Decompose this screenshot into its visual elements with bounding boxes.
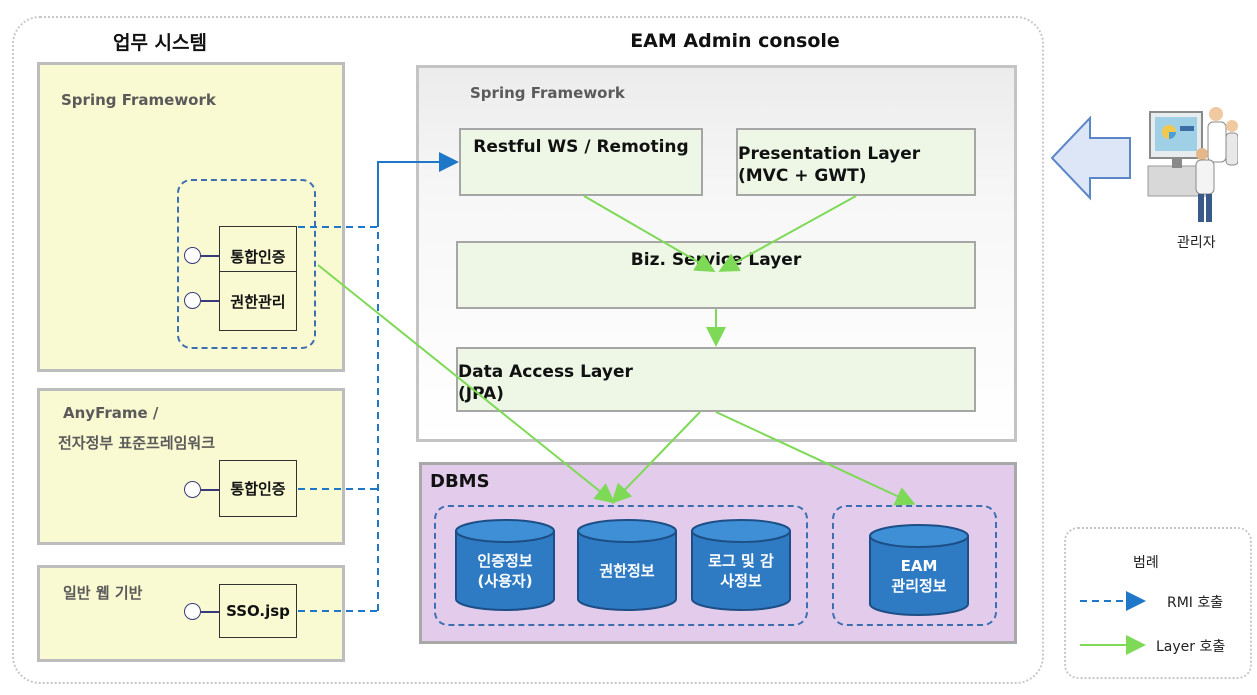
module-permission-mgmt[interactable]: 권한관리 [219, 271, 297, 331]
dbms-store-group [434, 505, 808, 626]
layer-line-presentation-biz [718, 195, 857, 272]
legend-rmi-label: RMI 호출 [1167, 595, 1224, 611]
layer-line-restful-biz [583, 195, 716, 273]
egov-framework-label: 전자정부 표준프레임워크 [58, 434, 216, 452]
legend-box [1064, 527, 1252, 679]
layer-line-data-eam [715, 411, 916, 506]
data-access-layer-subtitle: (JPA) [458, 383, 504, 404]
presentation-layer-title: Presentation Layer [738, 144, 921, 164]
store-auth-info-line2: (사용자) [477, 572, 533, 590]
auth-port-icon [184, 481, 201, 498]
dbms-label: DBMS [430, 471, 490, 492]
module-sso-jsp[interactable]: SSO.jsp [219, 584, 297, 638]
store-log-audit-info[interactable]: 로그 및 감 사정보 [692, 540, 790, 602]
store-eam-mgmt-info-line2: 관리정보 [891, 577, 947, 595]
biz-service-layer[interactable]: Biz. Service Layer [456, 241, 976, 309]
anyframe-label: AnyFrame / [63, 404, 159, 422]
eam-spring-framework-label: Spring Framework [470, 84, 625, 102]
permission-port-icon [184, 292, 201, 309]
cylinder-eam-mgmt-info-icon [869, 524, 969, 616]
admin-arrow-icon [1050, 115, 1131, 201]
cylinder-auth-info-icon [455, 519, 555, 611]
legend-title: 범례 [1133, 555, 1159, 571]
eam-store-group [832, 505, 997, 626]
admin-label: 관리자 [1177, 235, 1216, 251]
port-connector [201, 489, 220, 491]
rmi-bus-solid [377, 152, 459, 227]
layer-line-data-permission [611, 411, 701, 504]
presentation-layer[interactable]: Presentation Layer (MVC + GWT) [736, 128, 976, 196]
port-connector [201, 300, 220, 302]
data-access-layer[interactable]: Data Access Layer (JPA) [456, 347, 976, 412]
spring-framework-label: Spring Framework [61, 91, 216, 109]
module-integrated-auth-anyframe[interactable]: 통합인증 [219, 460, 297, 517]
store-permission-info[interactable]: 권한정보 [578, 540, 676, 602]
store-eam-mgmt-info-line1: EAM [900, 557, 938, 575]
spring-module-group [177, 179, 316, 349]
auth-port-icon [184, 247, 201, 264]
store-log-audit-info-line2: 사정보 [720, 572, 762, 590]
data-access-layer-title: Data Access Layer [458, 361, 633, 382]
restful-ws-layer[interactable]: Restful WS / Remoting [459, 128, 703, 196]
store-auth-info[interactable]: 인증정보 (사용자) [456, 540, 554, 602]
store-eam-mgmt-info[interactable]: EAM 관리정보 [870, 545, 968, 607]
port-connector [201, 255, 220, 257]
store-permission-info-line1: 권한정보 [599, 562, 655, 580]
admin-workstation-icon [1147, 107, 1238, 222]
cylinder-log-audit-info-icon [691, 519, 791, 611]
cylinder-permission-info-icon [577, 519, 677, 611]
diagram-frame [12, 16, 1044, 684]
presentation-layer-subtitle: (MVC + GWT) [738, 166, 867, 186]
store-log-audit-info-line1: 로그 및 감 [708, 552, 774, 570]
right-title: EAM Admin console [630, 30, 840, 52]
left-title: 업무 시스템 [112, 32, 207, 54]
store-auth-info-line1: 인증정보 [477, 552, 533, 570]
sso-port-icon [184, 603, 201, 620]
port-connector [201, 611, 220, 613]
legend-layer-label: Layer 호출 [1156, 639, 1226, 655]
layer-line-auth-permission [317, 264, 616, 504]
general-web-label: 일반 웹 기반 [63, 584, 143, 602]
